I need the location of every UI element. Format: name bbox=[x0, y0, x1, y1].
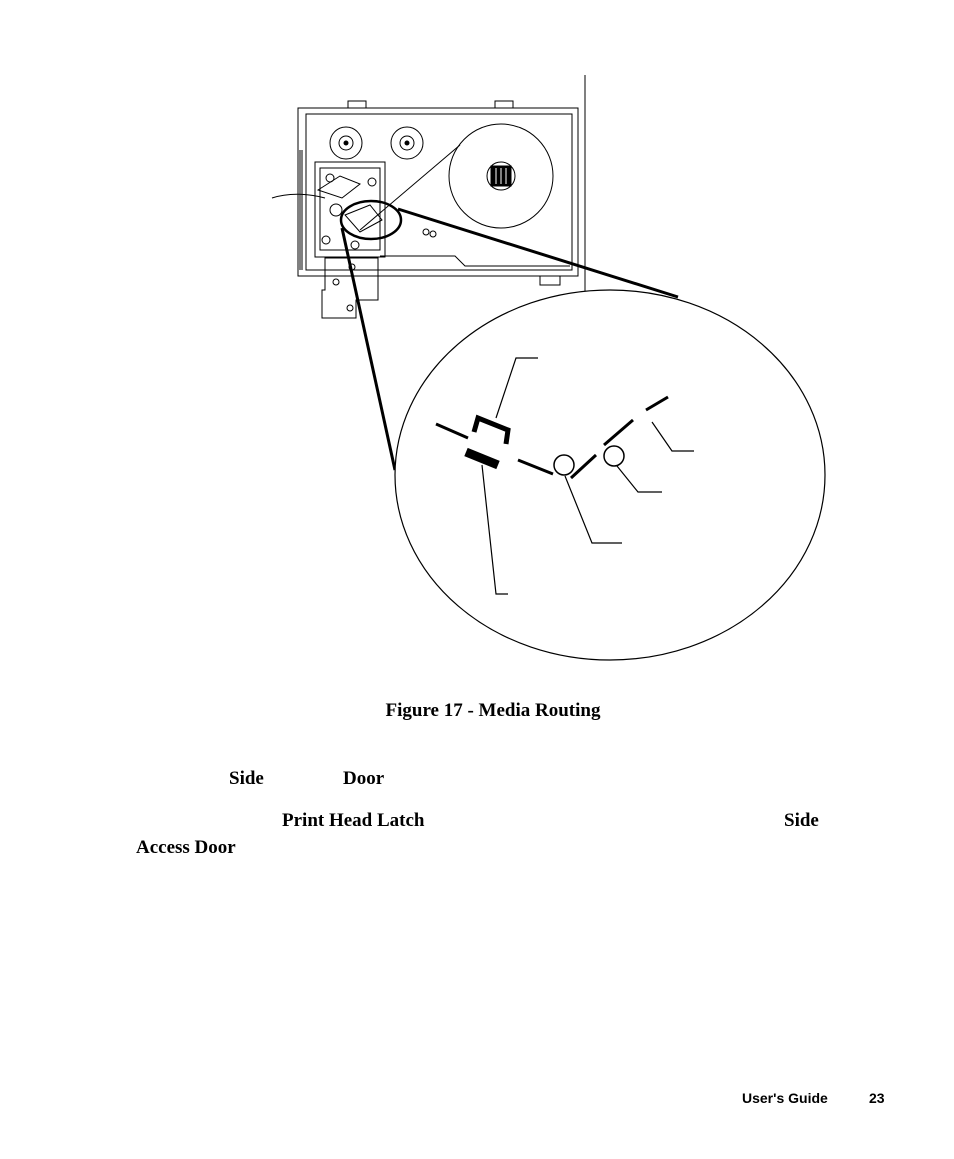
zoom-leader-top bbox=[397, 207, 679, 299]
zoom-marker-ellipse bbox=[339, 199, 403, 241]
zoom-leader-bottom bbox=[340, 227, 397, 471]
term-print-head-latch: Print Head Latch bbox=[282, 810, 425, 831]
magnified-detail-circle bbox=[394, 289, 826, 661]
term-access-door: Access Door bbox=[136, 837, 236, 858]
footer-guide-label: User's Guide bbox=[742, 1090, 828, 1106]
figure-caption: Figure 17 - Media Routing bbox=[385, 700, 601, 721]
footer-page-number: 23 bbox=[869, 1090, 885, 1106]
term-door: Door bbox=[343, 768, 385, 789]
media-routing-figure bbox=[271, 75, 826, 661]
printer-drawing bbox=[271, 75, 586, 319]
magnified-media-path bbox=[435, 395, 669, 480]
callout-leaders bbox=[481, 357, 694, 595]
term-side-second: Side bbox=[784, 810, 819, 831]
term-side: Side bbox=[229, 768, 264, 789]
